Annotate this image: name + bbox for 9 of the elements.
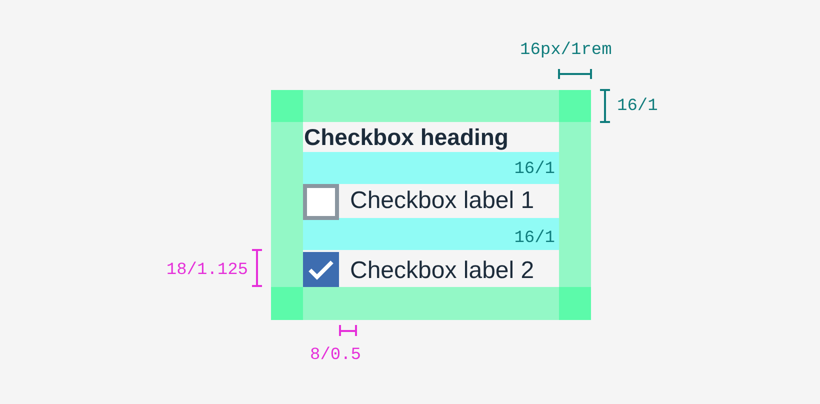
spacing-label: 16/1 xyxy=(513,228,555,250)
checkbox-label: Checkbox label 1 xyxy=(350,186,536,216)
dimension-label: 16/1 xyxy=(617,96,659,118)
checkbox-heading: Checkbox heading xyxy=(304,123,510,152)
dimension-label: 8/0.5 xyxy=(310,345,362,367)
spacing-label: 16/1 xyxy=(513,159,555,181)
checkbox-label: Checkbox label 2 xyxy=(350,256,536,286)
dimension-label: 18/1.125 xyxy=(165,260,248,282)
dimension-label: 16px/1rem xyxy=(520,40,613,62)
